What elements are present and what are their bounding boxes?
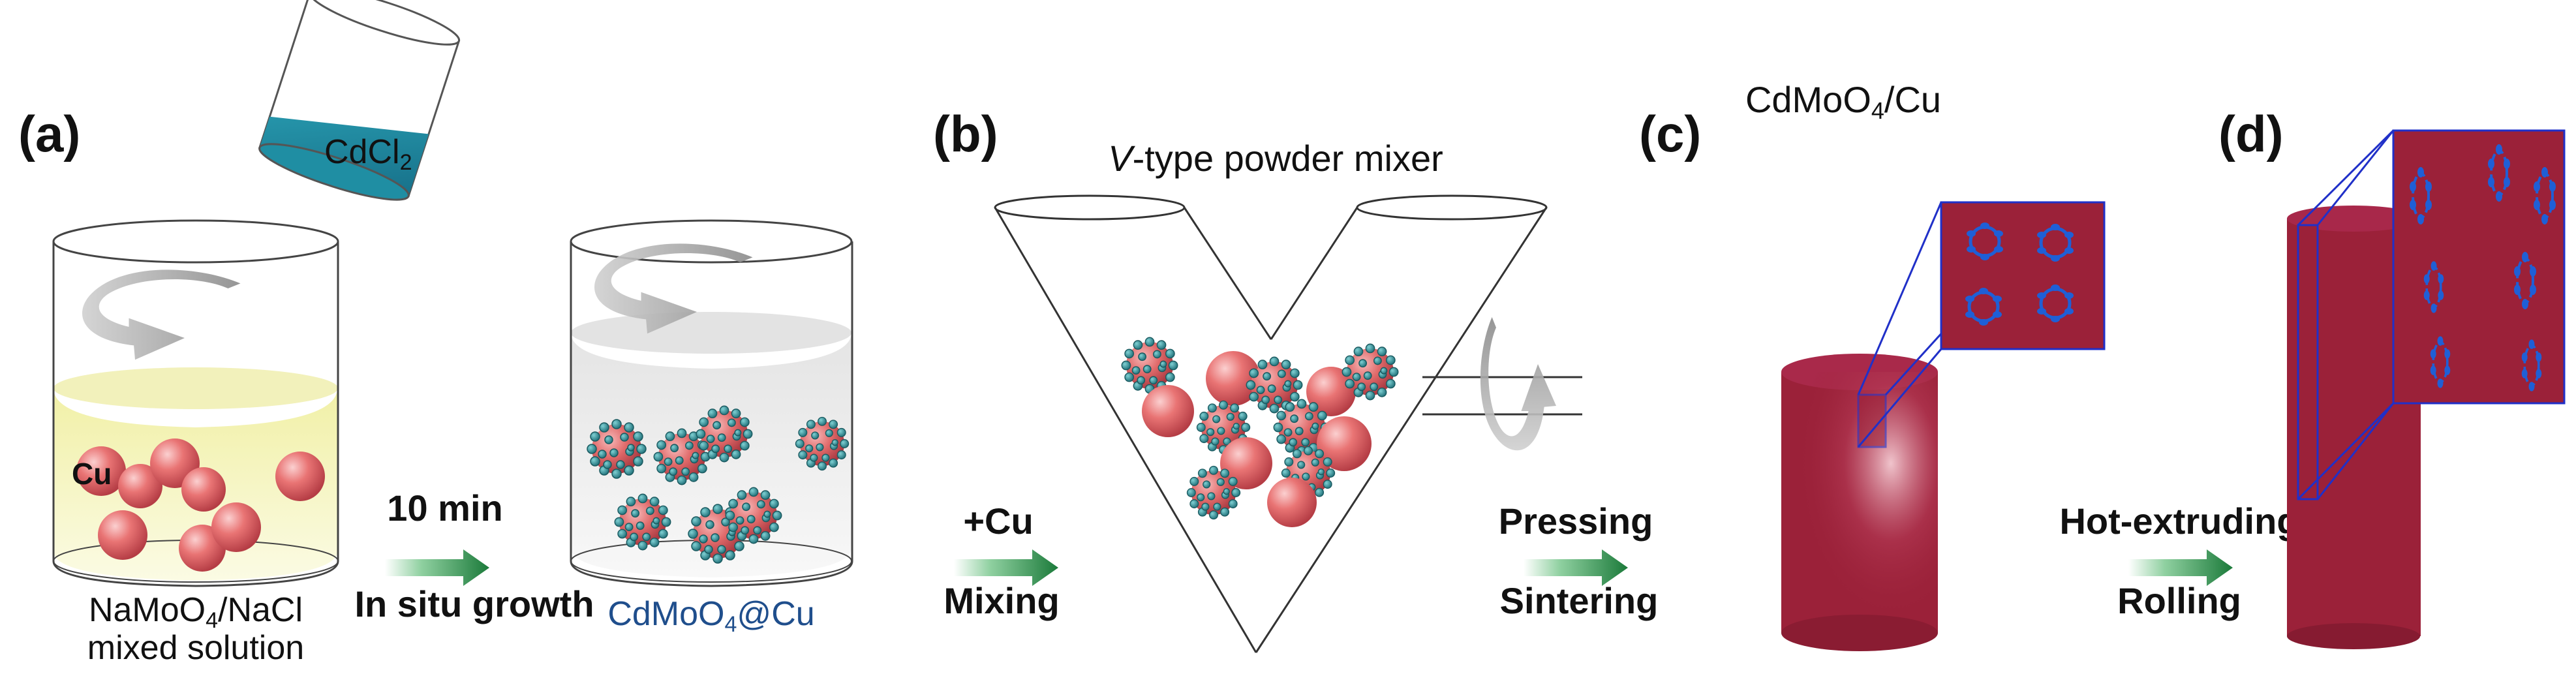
step-pressing-label: Pressing xyxy=(1499,500,1653,542)
step-action-label: In situ growth xyxy=(354,583,594,624)
step-sintering-label: Sintering xyxy=(1500,580,1659,621)
zoom-lines xyxy=(1857,201,2062,448)
panel-d-label: (d) xyxy=(2218,105,2284,162)
step-hot-extruding-label: Hot-extruding xyxy=(2059,500,2299,542)
mixer-title: V-type powder mixer xyxy=(1108,138,1443,179)
rotation-arrow-icon xyxy=(82,269,241,360)
step-rolling-label: Rolling xyxy=(2117,580,2241,621)
microstructure-inset xyxy=(1940,201,2106,350)
microstructure-inset-elongated xyxy=(2392,129,2566,405)
reagent-label: CdCl2 xyxy=(324,133,412,175)
zoom-lines xyxy=(2297,129,2395,500)
mixed-particles xyxy=(1121,337,1399,527)
panel-c-label: (c) xyxy=(1639,105,1701,162)
panel-a-label: (a) xyxy=(18,105,80,162)
panel-d: (d) Hot-extruding Rolling xyxy=(2059,105,2566,649)
step-mixing-label: Mixing xyxy=(943,580,1059,621)
panel-b-label: (b) xyxy=(933,105,998,162)
process-arrow-icon xyxy=(385,549,489,586)
composite-label: CdMoO4/Cu xyxy=(1745,79,1941,124)
step-time-label: 10 min xyxy=(387,487,502,529)
step-c-arrow-group: Pressing Sintering xyxy=(1499,500,1659,621)
reagent-beaker-icon xyxy=(258,0,461,201)
panel-b: (b) V-type powder mixer xyxy=(933,105,1582,653)
v-mixer-icon xyxy=(994,194,1582,653)
solution-label-line1: NaMoO4/NaCl xyxy=(89,591,303,633)
copper-particles xyxy=(76,438,325,572)
product-label: CdMoO4@Cu xyxy=(607,595,814,637)
copper-label: Cu xyxy=(72,457,112,491)
rotation-arrow-icon xyxy=(1480,317,1556,451)
panel-a: (a) CdCl2 xyxy=(18,0,853,667)
panel-c: (c) CdMoO4/Cu Pressing Sintering xyxy=(1499,79,2106,651)
solution-label-line2: mixed solution xyxy=(87,629,304,667)
step-add-label: +Cu xyxy=(963,500,1033,542)
